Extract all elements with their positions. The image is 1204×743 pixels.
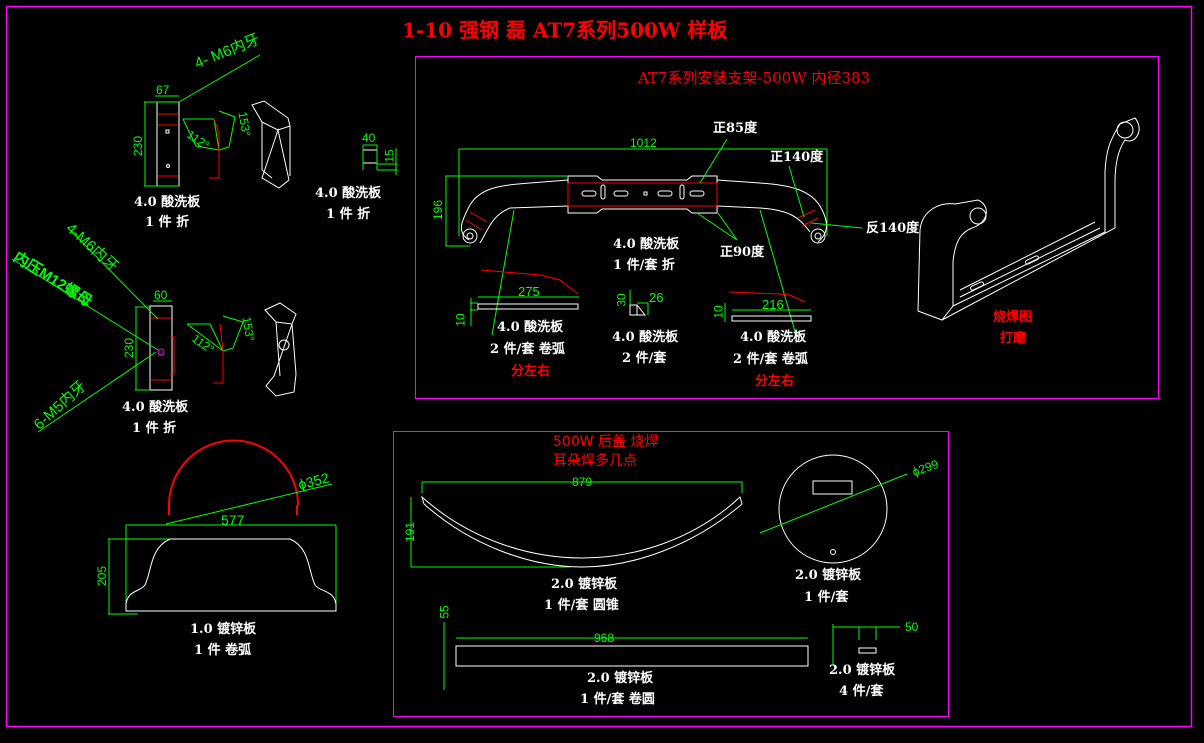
dim-length: 216 <box>762 297 784 312</box>
part-quantity-label: 2 件/套 卷弧 <box>733 352 808 367</box>
bracket-small-2-drawing <box>11 227 297 433</box>
panel-bottom-frame <box>393 431 949 717</box>
dim-thickness: 10 <box>453 313 468 327</box>
iso-bracket-drawing <box>917 117 1140 321</box>
cover-plate-drawing <box>108 439 337 615</box>
dim-width: 60 <box>154 288 168 302</box>
part-material-label: 2.0 镀锌板 <box>795 568 862 583</box>
dim-height: 191 <box>403 521 418 543</box>
clip-drawing <box>362 144 397 175</box>
part-note: 分左右 <box>511 364 551 379</box>
dim-length: 968 <box>594 631 615 645</box>
part-quantity-label: 1 件 折 <box>326 207 371 222</box>
long-strip-drawing <box>443 622 809 690</box>
panel-subtitle: 500W 后盖 烧焊 <box>553 434 659 450</box>
dim-length: 879 <box>572 475 593 489</box>
dim-length: 1012 <box>630 136 657 150</box>
part-quantity-label: 1 件 折 <box>132 421 177 436</box>
part-material-label: 4.0 酸洗板 <box>613 237 680 252</box>
part-material-label: 4.0 酸洗板 <box>315 186 382 201</box>
bracket-small-1-drawing <box>144 54 291 189</box>
part-quantity-label: 1 件/套 折 <box>613 258 675 273</box>
dim-height: 205 <box>95 565 110 587</box>
dim-thickness: 10 <box>711 305 726 319</box>
dim-angle: 153° <box>235 110 254 138</box>
part-material-label: 4.0 酸洗板 <box>497 320 564 335</box>
part-material-label: 1.0 镀锌板 <box>190 622 257 637</box>
dim-width: 577 <box>221 512 245 528</box>
part-material-label: 2.0 镀锌板 <box>551 577 618 592</box>
part-note: 分左右 <box>755 374 795 389</box>
main-bracket-drawing <box>445 138 863 336</box>
part-material-label: 2.0 镀锌板 <box>829 663 896 678</box>
part-quantity-label: 2 件/套 卷弧 <box>490 342 565 357</box>
dim-width: 40 <box>362 131 376 145</box>
part-quantity-label: 1 件/套 圆锥 <box>544 598 619 613</box>
weld-note: 烧焊图 <box>993 310 1033 325</box>
arc-strip-drawing <box>410 481 743 568</box>
dim-height: 230 <box>122 337 137 359</box>
part-material-label: 2.0 镀锌板 <box>587 671 654 686</box>
small-tab-drawing <box>832 624 900 665</box>
part-quantity-label: 1 件/套 卷圆 <box>580 692 655 707</box>
round-plate-drawing <box>759 454 908 564</box>
dim-height: 15 <box>382 149 397 163</box>
part-quantity-label: 1 件 卷弧 <box>194 643 252 658</box>
dim-height: 230 <box>131 135 146 157</box>
part-quantity-label: 1 件 折 <box>145 215 190 230</box>
part-material-label: 4.0 酸洗板 <box>740 330 807 345</box>
part-quantity-label: 1 件/套 <box>804 590 849 605</box>
part-material-label: 4.0 酸洗板 <box>134 195 201 210</box>
dim-angle: 153° <box>239 315 258 343</box>
dim-width: 50 <box>905 620 919 634</box>
drawing-title: 1-10 强钢 磊 AT7系列500W 样板 <box>402 18 728 42</box>
dim-length: 275 <box>518 284 540 299</box>
sub-part-216-drawing <box>724 291 812 322</box>
grind-note: 打磨 <box>1000 331 1027 346</box>
bend-annotation: 正140度 <box>770 150 824 165</box>
dim-width: 67 <box>156 83 170 97</box>
panel-subtitle-line2: 耳朵焊多几点 <box>553 453 637 469</box>
part-quantity-label: 4 件/套 <box>839 684 884 699</box>
bend-annotation: 正90度 <box>720 245 765 260</box>
panel-subtitle: AT7系列安装支架-500W 内径383 <box>638 69 871 87</box>
sub-part-275-drawing <box>470 269 579 326</box>
part-quantity-label: 2 件/套 <box>622 351 667 366</box>
bend-annotation: 正85度 <box>713 121 758 136</box>
dim-height: 30 <box>614 293 629 307</box>
sheet-border <box>5 5 1193 728</box>
panel-top-frame <box>415 56 1159 399</box>
part-material-label: 4.0 酸洗板 <box>612 330 679 345</box>
dim-height: 55 <box>437 605 452 619</box>
bend-annotation: 反140度 <box>866 221 920 236</box>
dim-width: 26 <box>649 290 664 305</box>
sub-part-26-drawing <box>629 290 649 316</box>
part-material-label: 4.0 酸洗板 <box>122 400 189 415</box>
dim-height: 196 <box>431 199 446 221</box>
